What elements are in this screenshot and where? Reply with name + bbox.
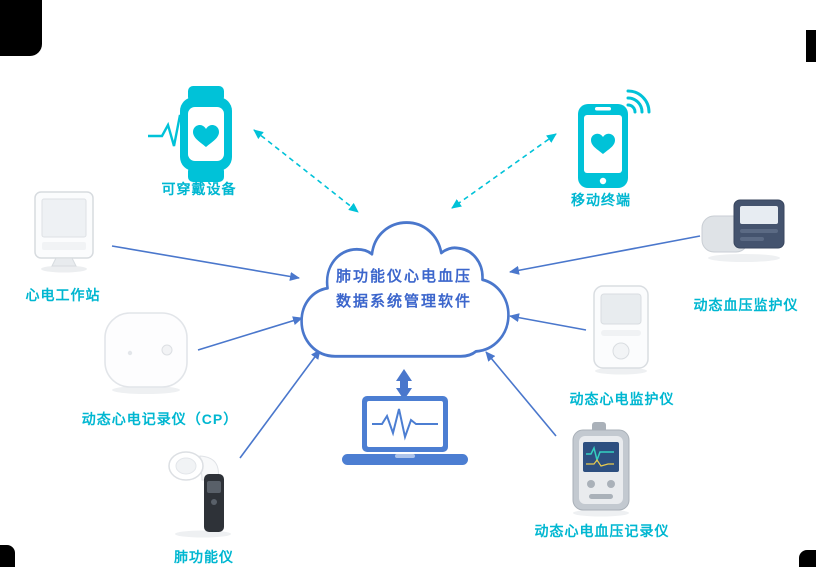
label-mobile-terminal: 移动终端 [571,192,631,208]
wifi-signal-icon [626,103,637,114]
background-artifact-top-right [806,30,816,62]
heart-icon [591,133,615,154]
background-artifact-top-left [0,0,42,56]
laptop-ecg-waveform [372,408,438,441]
label-spirometer: 肺功能仪 [174,549,234,565]
cloud-shape [300,221,510,358]
arrow-abp-monitor-to-cloud [509,235,701,275]
abp-monitor-image [701,199,785,262]
cloud-title-line1: 肺功能仪心电血压 [335,268,473,285]
holter-monitor-image [593,285,649,375]
arrow-cloud-laptop-bidirectional [396,369,412,400]
holter-recorder-cp-image [104,312,188,394]
label-holter-recorder-cp: 动态心电记录仪（CP） [81,411,239,427]
ecg-bp-recorder-image [572,422,630,517]
label-abp-monitor: 动态血压监护仪 [693,297,799,313]
cloud-title-line2: 数据系统管理软件 [335,293,473,310]
arrow-holter-monitor-to-cloud [509,313,587,331]
smartphone-icon [578,89,651,188]
ecg-workstation-image [34,191,94,273]
smartwatch-icon [148,86,232,182]
laptop-icon [342,396,468,465]
arrow-mobile-cloud-bidirectional [451,133,557,209]
heart-icon [193,125,219,147]
arrow-holter-cp-to-cloud [197,316,303,351]
label-wearable: 可穿戴设备 [161,181,237,197]
cloud-title: 肺功能仪心电血压 数据系统管理软件 [336,264,472,314]
arrow-workstation-to-cloud [111,245,300,281]
background-artifact-bottom-left [0,545,15,567]
label-ecg-bp-recorder: 动态心电血压记录仪 [534,523,670,539]
arrow-wearable-cloud-bidirectional [253,129,359,213]
label-holter-monitor: 动态心电监护仪 [569,391,675,407]
arrow-spirometer-to-cloud [239,349,321,459]
label-ecg-workstation: 心电工作站 [25,287,101,303]
arrow-ecg-bp-recorder-to-cloud [485,351,557,437]
spirometer-image [168,451,231,538]
background-artifact-bottom-right [799,550,816,567]
